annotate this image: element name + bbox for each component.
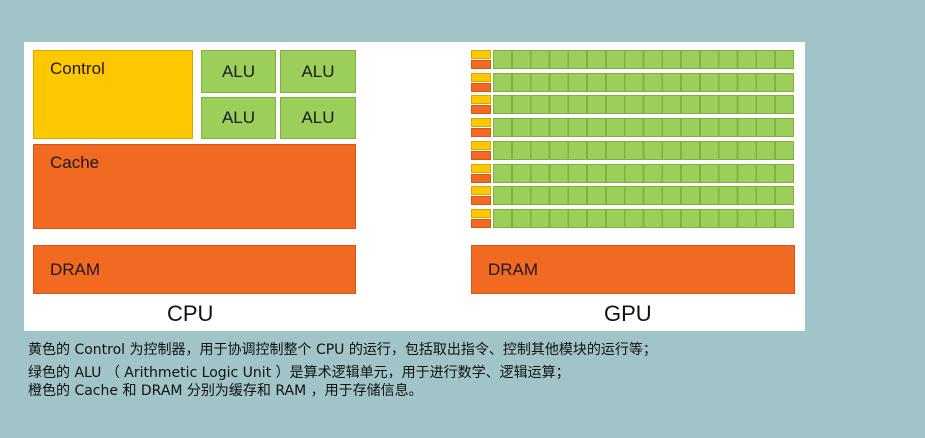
- gpu-alu-strip: [493, 50, 794, 69]
- gpu-row: [471, 95, 795, 115]
- gpu-alu-strip: [493, 95, 794, 115]
- cpu-control-label: Control: [50, 59, 105, 78]
- cpu-alu-block: ALU: [201, 50, 276, 93]
- cpu-cache-label: Cache: [50, 153, 100, 172]
- gpu-control-cell: [471, 186, 491, 196]
- gpu-row: [471, 118, 795, 138]
- gpu-control-cell: [471, 140, 491, 150]
- gpu-cache-cell: [471, 218, 491, 228]
- gpu-cache-cell: [471, 150, 491, 160]
- gpu-cache-cell: [471, 196, 491, 206]
- cpu-alu-label: ALU: [221, 61, 256, 81]
- gpu-row: [471, 208, 795, 228]
- gpu-cache-cell: [471, 105, 491, 115]
- gpu-row: [471, 186, 795, 206]
- gpu-alu-strip: [493, 118, 794, 138]
- cpu-dram-block: DRAM: [33, 245, 356, 294]
- gpu-row: [471, 140, 795, 160]
- cpu-alu-block: ALU: [280, 97, 356, 139]
- gpu-control-cell: [471, 208, 491, 218]
- gpu-cache-cell: [471, 82, 491, 92]
- gpu-row: [471, 50, 795, 69]
- gpu-control-cell: [471, 72, 491, 82]
- gpu-cache-cell: [471, 60, 491, 69]
- gpu-control-cell: [471, 118, 491, 128]
- gpu-caption: GPU: [604, 301, 652, 326]
- gpu-alu-strip: [493, 72, 794, 92]
- cpu-alu-label: ALU: [301, 108, 335, 127]
- cpu-alu-label: ALU: [221, 108, 256, 127]
- gpu-cache-cell: [471, 173, 491, 183]
- gpu-alu-strip: [493, 186, 794, 206]
- note-control: 黄色的 Control 为控制器，用于协调控制整个 CPU 的运行，包括取出指令…: [28, 342, 657, 358]
- cpu-alu-label: ALU: [301, 61, 335, 81]
- gpu-alu-strip: [493, 208, 794, 228]
- gpu-row: [471, 72, 795, 92]
- gpu-alu-strip: [493, 163, 794, 183]
- legend-notes: 黄色的 Control 为控制器，用于协调控制整个 CPU 的运行，包括取出指令…: [28, 340, 908, 401]
- gpu-control-cell: [471, 163, 491, 173]
- gpu-cache-cell: [471, 128, 491, 138]
- note-alu: 绿色的 ALU （ Arithmetic Logic Unit ）是算术逻辑单元…: [28, 365, 570, 381]
- cpu-control-block: Control: [33, 50, 193, 139]
- gpu-dram-block: DRAM: [471, 245, 795, 294]
- cpu-alu-block: ALU: [280, 50, 356, 93]
- gpu-control-cell: [471, 50, 491, 59]
- cpu-cache-block: Cache: [33, 144, 356, 229]
- architecture-diagram: Control ALU ALU ALU ALU Cache DRAM CPU: [24, 42, 805, 331]
- gpu-alu-strip: [493, 140, 794, 160]
- gpu-dram-label: DRAM: [488, 259, 539, 279]
- gpu-control-cell: [471, 95, 491, 105]
- cpu-caption: CPU: [167, 301, 214, 326]
- cpu-alu-block: ALU: [201, 97, 276, 139]
- gpu-row: [471, 163, 795, 183]
- gpu-core-grid: [471, 50, 795, 228]
- cpu-dram-label: DRAM: [50, 259, 101, 279]
- note-cache-dram: 橙色的 Cache 和 DRAM 分别为缓存和 RAM ，用于存储信息。: [28, 383, 423, 399]
